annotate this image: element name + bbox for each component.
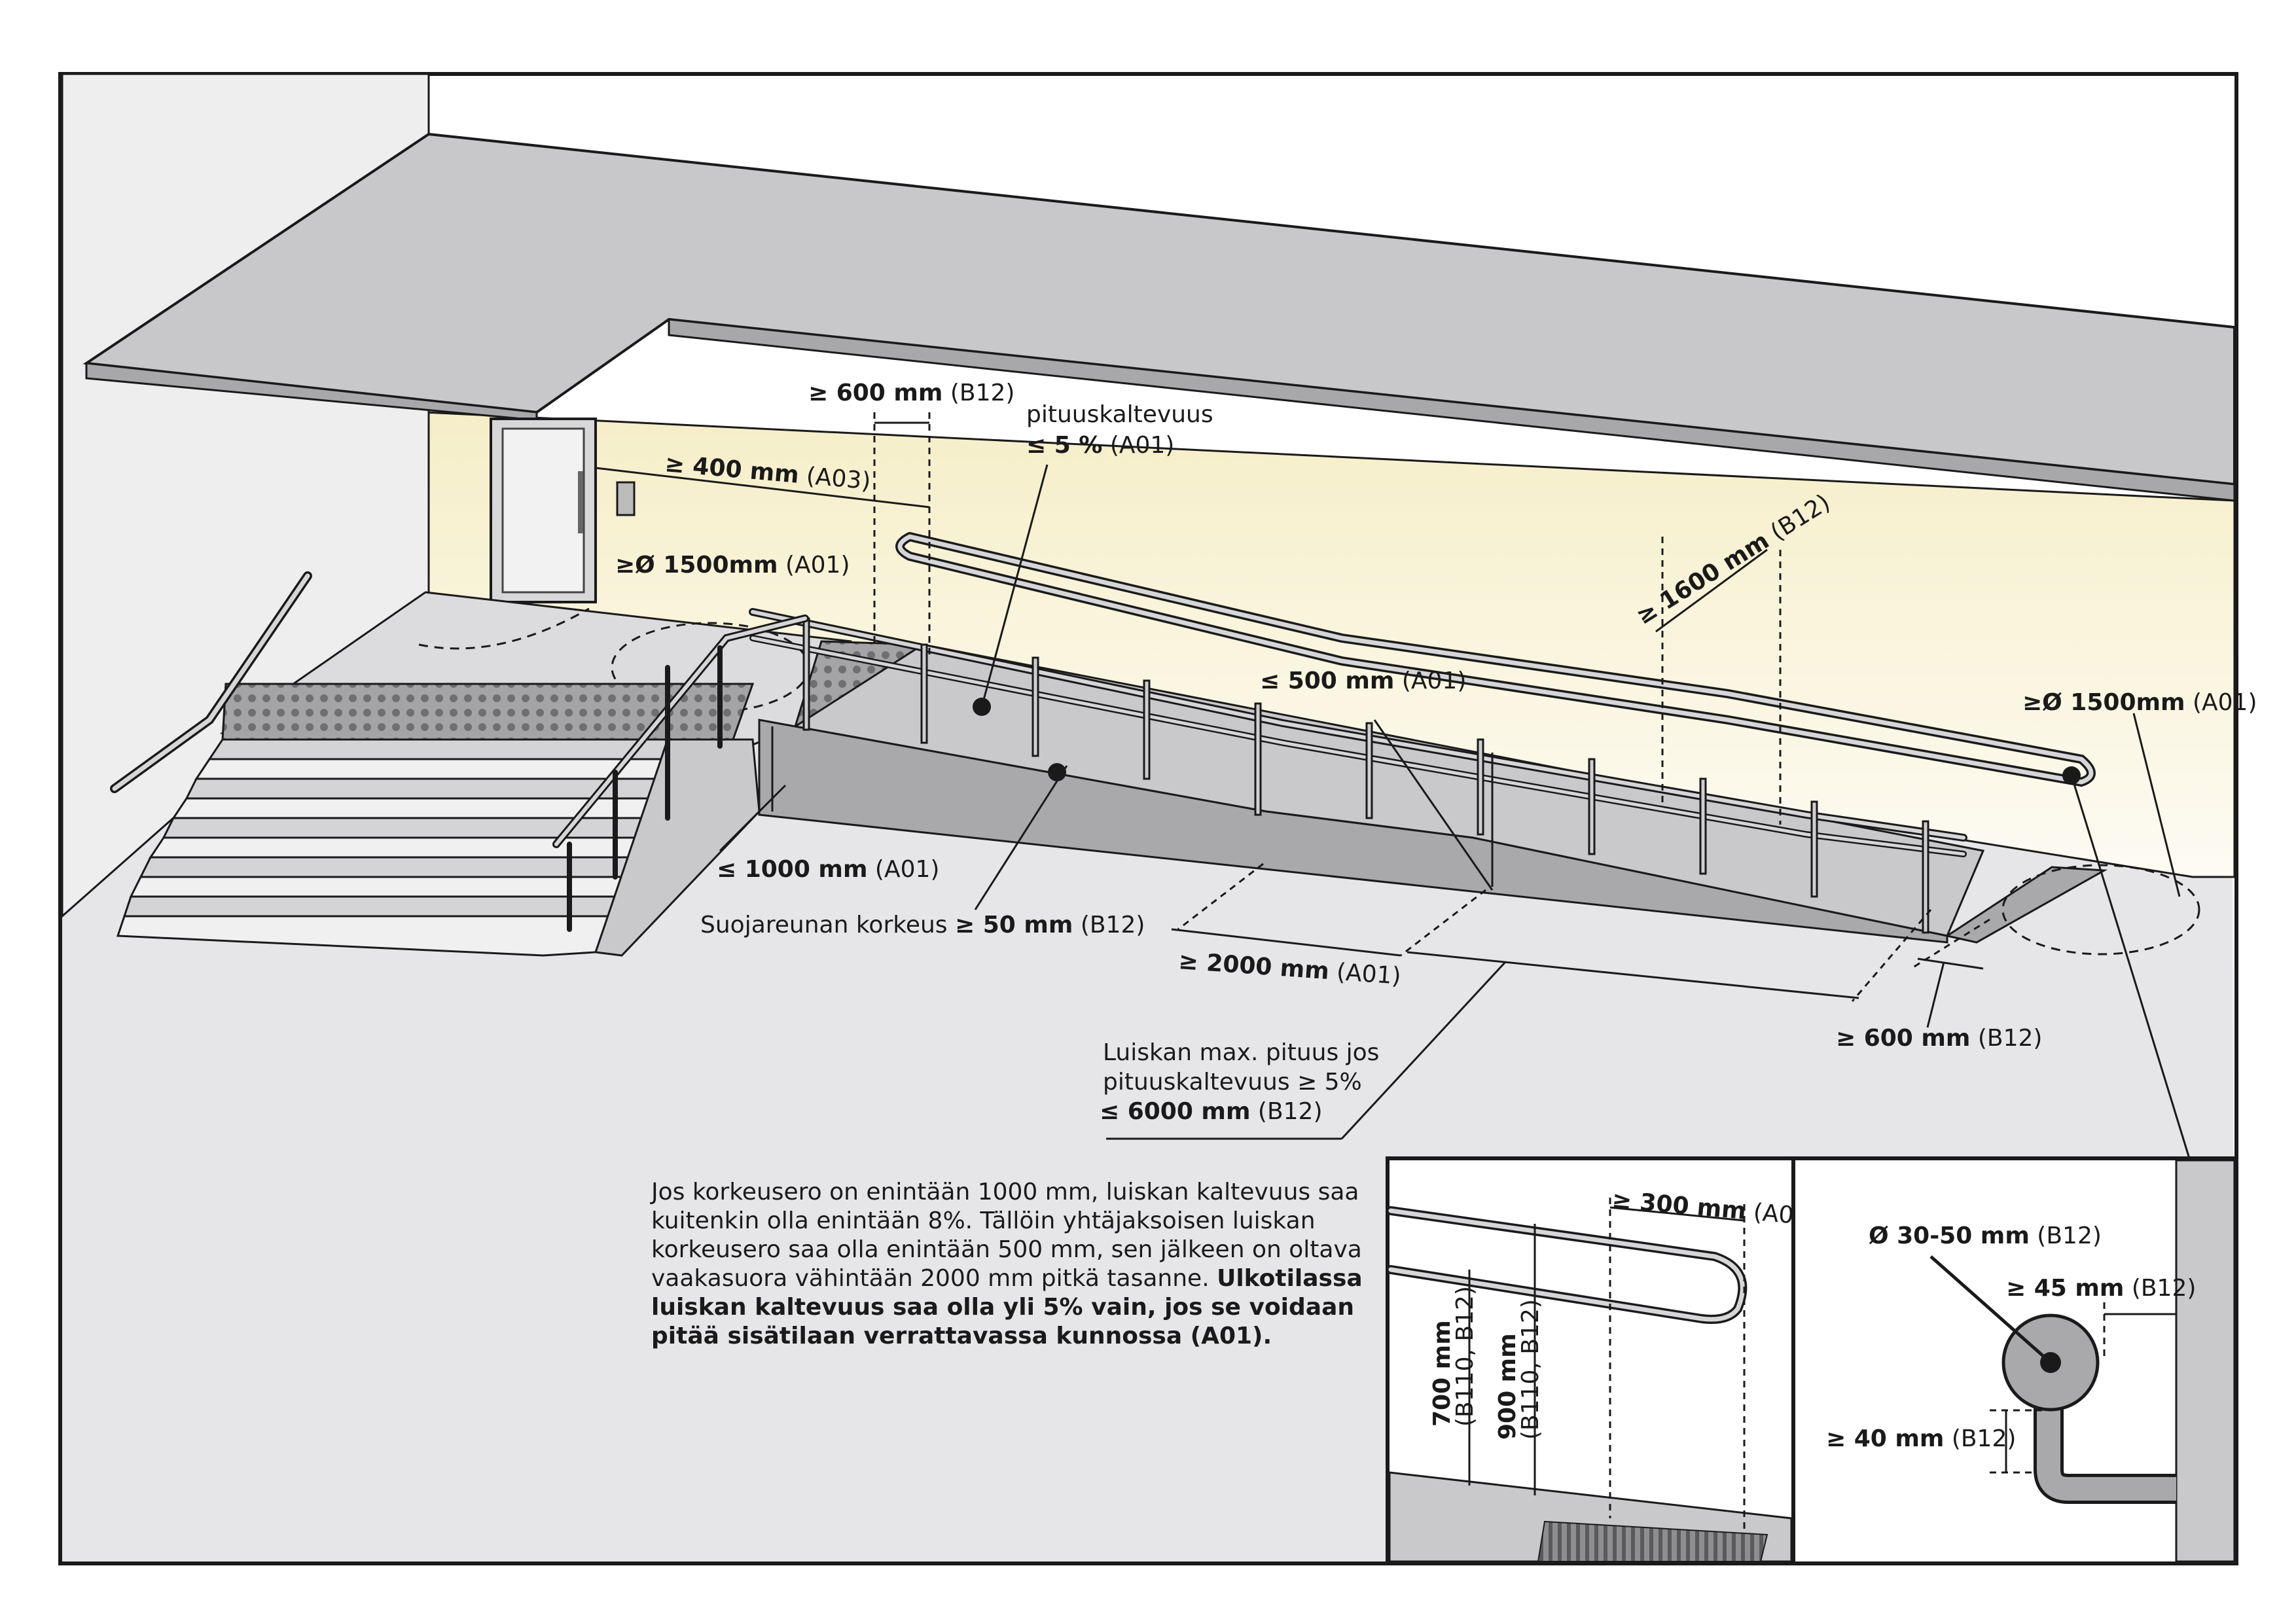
label-total-rise: ≤ 1000 mm (A01): [717, 856, 939, 883]
kerb-dot: [1048, 763, 1066, 781]
svg-text:(B110, B12): (B110, B12): [1452, 1286, 1479, 1427]
stair-handrails: [110, 571, 809, 932]
ramp-bottom-landing: [1945, 866, 2108, 944]
label-max-length-line2: pituuskaltevuus ≥ 5%: [1103, 1069, 1362, 1096]
label-kerb-height: Suojareunan korkeus ≥ 50 mm (B12): [700, 912, 1145, 938]
guidance-text: Jos korkeusero on enintään 1000 mm, luis…: [651, 1179, 1362, 1292]
guidance-paragraph: Jos korkeusero on enintään 1000 mm, luis…: [651, 1178, 1371, 1351]
guidance-text-bold: Ulkotilassa luiskan kaltevuus saa olla y…: [651, 1265, 1363, 1349]
ramp-guardrail: [749, 608, 1967, 934]
detail-handrail-heights: ≥ 300 mm (A04) 700 mm (B110, B12) 900 mm…: [1386, 1156, 1819, 1565]
label-slope-value: ≤ 5 % (A01): [1026, 432, 1174, 459]
door-handle: [578, 471, 583, 533]
door-swing-arc: [418, 607, 590, 650]
detail-handrail-section: Ø 30-50 mm (B12) ≥ 45 mm (B12) ≥ 40 mm (…: [1791, 1156, 2238, 1565]
label-max-length-line1: Luiskan max. pituus jos: [1103, 1039, 1379, 1066]
bottom-turning-circle: [2001, 864, 2200, 955]
svg-text:Ø 30-50 mm (B12): Ø 30-50 mm (B12): [1869, 1222, 2102, 1249]
stairs: [116, 738, 761, 957]
label-handrail-extension: ≥ 600 mm (B12): [1836, 1025, 2042, 1052]
label-slope-line1: pituuskaltevuus: [1026, 401, 1213, 428]
svg-text:900 mm: 900 mm: [1494, 1333, 1521, 1440]
svg-text:≥ 40 mm (B12): ≥ 40 mm (B12): [1826, 1425, 2016, 1452]
svg-text:700 mm: 700 mm: [1429, 1320, 1456, 1427]
svg-text:≥ 45 mm (B12): ≥ 45 mm (B12): [2006, 1275, 2196, 1302]
stair-tactile-strip: [221, 683, 755, 741]
label-bottom-turning-circle: ≥Ø 1500mm (A01): [2022, 689, 2257, 716]
door-opener-button: [616, 481, 636, 516]
wall-handrail: [895, 532, 2096, 787]
label-top-turning-circle: ≥Ø 1500mm (A01): [615, 552, 850, 579]
door-glass: [501, 427, 585, 594]
slope-dot: [973, 698, 991, 716]
canopy-edge-right: [668, 318, 2236, 502]
handrail-dot: [2062, 766, 2081, 785]
label-entrance-width: ≥ 600 mm (B12): [808, 380, 1014, 406]
dimension-lines: [595, 412, 2191, 1159]
label-rise-per-run: ≤ 500 mm (A01): [1260, 668, 1466, 694]
svg-text:(B110, B12): (B110, B12): [1517, 1299, 1544, 1440]
label-max-length-value: ≤ 6000 mm (B12): [1100, 1098, 1323, 1125]
